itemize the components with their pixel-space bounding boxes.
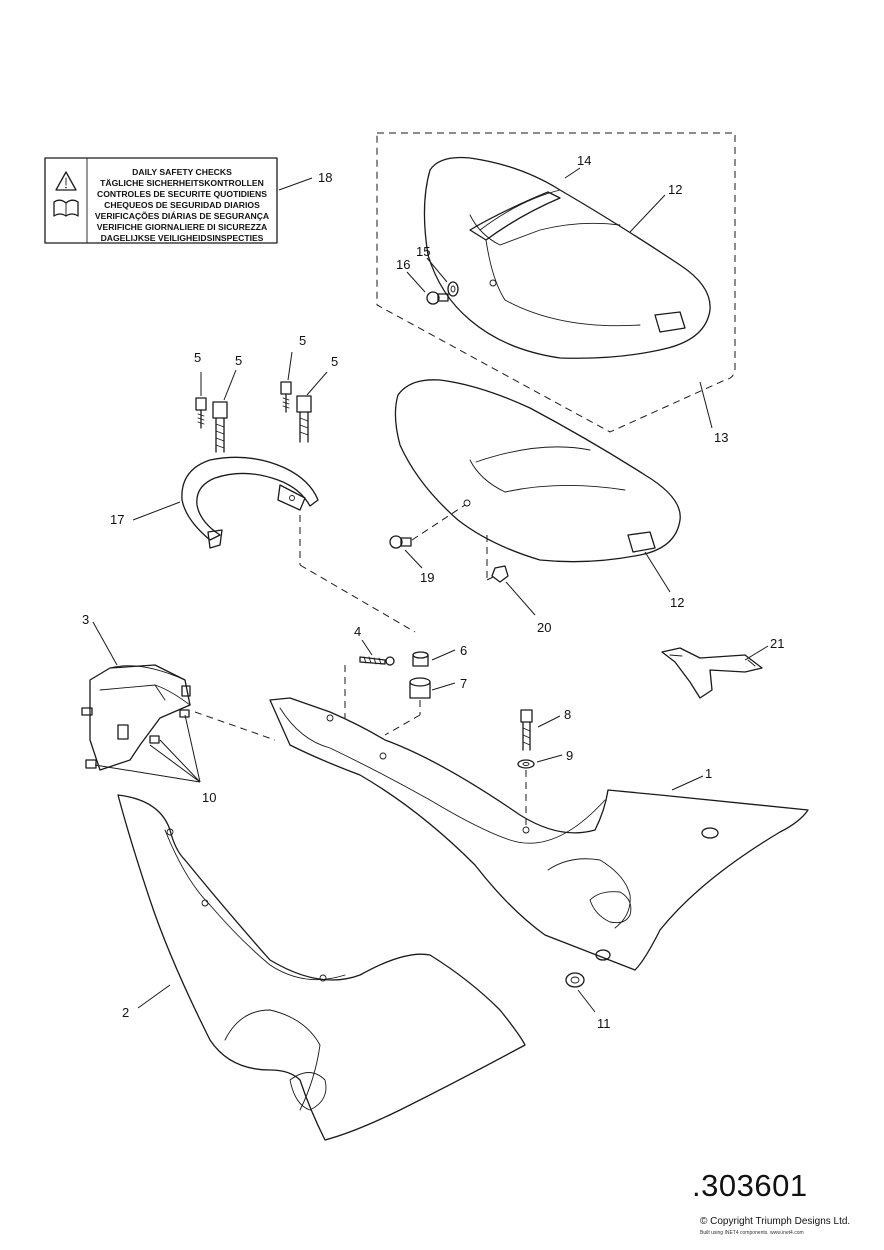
panel-washer	[517, 759, 535, 769]
callout-8: 8	[564, 707, 571, 722]
grommet-6	[412, 651, 429, 667]
grab-rail-bolt-3	[280, 381, 292, 413]
callout-19: 19	[420, 570, 434, 585]
grab-rail-bolt-1	[195, 397, 207, 429]
built-using-note: Built using INET4 components. www.inet4.…	[700, 1230, 804, 1236]
callout-10: 10	[202, 790, 216, 805]
callout-16: 16	[396, 257, 410, 272]
callout-12b: 12	[670, 595, 684, 610]
seat-washer	[447, 281, 459, 297]
callout-2: 2	[122, 1005, 129, 1020]
seat-kit-outline	[376, 132, 736, 433]
callout-3: 3	[82, 612, 89, 627]
callout-11: 11	[597, 1016, 611, 1031]
callout-21: 21	[770, 636, 784, 651]
retaining-clip	[661, 647, 763, 699]
bracket-assembly	[81, 664, 191, 771]
seat	[394, 379, 681, 563]
callout-6: 6	[460, 643, 467, 658]
warning-triangle-icon	[55, 171, 77, 191]
callout-5d: 5	[331, 354, 338, 369]
callout-4: 4	[354, 624, 361, 639]
callout-7: 7	[460, 676, 467, 691]
manual-book-icon	[53, 199, 79, 217]
panel-bolt	[520, 709, 533, 751]
safety-label-line-6: VERIFICHE GIORNALIERE DI SICUREZZA	[97, 222, 267, 232]
seat-bolt	[389, 535, 412, 549]
callout-13: 13	[714, 430, 728, 445]
seat-nut	[491, 565, 509, 583]
callout-15: 15	[416, 244, 430, 259]
grab-rail-bolt-2	[212, 401, 228, 453]
callout-5a: 5	[194, 350, 201, 365]
callout-12a: 12	[668, 182, 682, 197]
callout-1: 1	[705, 766, 712, 781]
callout-14: 14	[577, 153, 591, 168]
callout-18: 18	[318, 170, 332, 185]
grab-rail	[181, 456, 319, 549]
grommet-11	[565, 972, 585, 988]
copyright-notice: © Copyright Triumph Designs Ltd.	[700, 1216, 851, 1227]
safety-label-line-7: DAGELIJKSE VEILIGHEIDSINSPECTIES	[101, 233, 264, 243]
seat-screw	[426, 291, 449, 305]
callout-5b: 5	[235, 353, 242, 368]
side-panel-right	[117, 794, 526, 1141]
safety-label-line-4: CHEQUEOS DE SEGURIDAD DIARIOS	[104, 200, 260, 210]
safety-label-line-3: CONTROLES DE SECURITE QUOTIDIENS	[97, 189, 267, 199]
grommet-7	[409, 677, 431, 699]
callout-5c: 5	[299, 333, 306, 348]
callout-20: 20	[537, 620, 551, 635]
grab-rail-bolt-4	[296, 395, 312, 443]
safety-label-line-1: DAILY SAFETY CHECKS	[132, 167, 232, 177]
safety-label-line-5: VERIFICAÇÕES DIÁRIAS DE SEGURANÇA	[95, 211, 269, 221]
callout-17: 17	[110, 512, 124, 527]
safety-label-line-2: TÄGLICHE SICHERHEITSKONTROLLEN	[100, 178, 264, 188]
callout-9: 9	[566, 748, 573, 763]
side-panel-left	[269, 697, 809, 971]
rail-screw	[359, 656, 395, 666]
seat-with-strap	[423, 156, 711, 359]
diagram-reference-number: .303601	[692, 1168, 808, 1203]
safety-checks-label: DAILY SAFETY CHECKS TÄGLICHE SICHERHEITS…	[44, 157, 278, 244]
